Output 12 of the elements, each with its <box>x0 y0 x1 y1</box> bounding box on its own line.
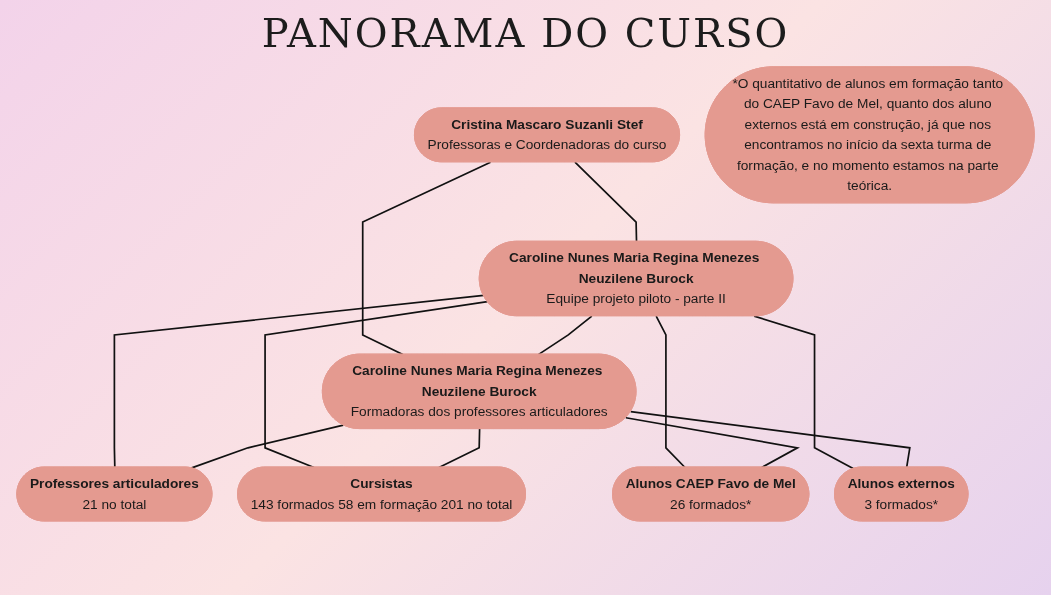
connector <box>190 424 345 469</box>
diagram-title: PANORAMA DO CURSO <box>261 10 790 56</box>
connector <box>361 161 492 356</box>
connector <box>625 416 800 469</box>
connector <box>629 410 911 469</box>
connector <box>264 300 489 469</box>
connector <box>537 315 593 356</box>
connector <box>753 315 855 470</box>
connector <box>655 315 686 469</box>
connector <box>438 428 481 469</box>
connector <box>113 294 485 469</box>
connector <box>574 161 638 243</box>
